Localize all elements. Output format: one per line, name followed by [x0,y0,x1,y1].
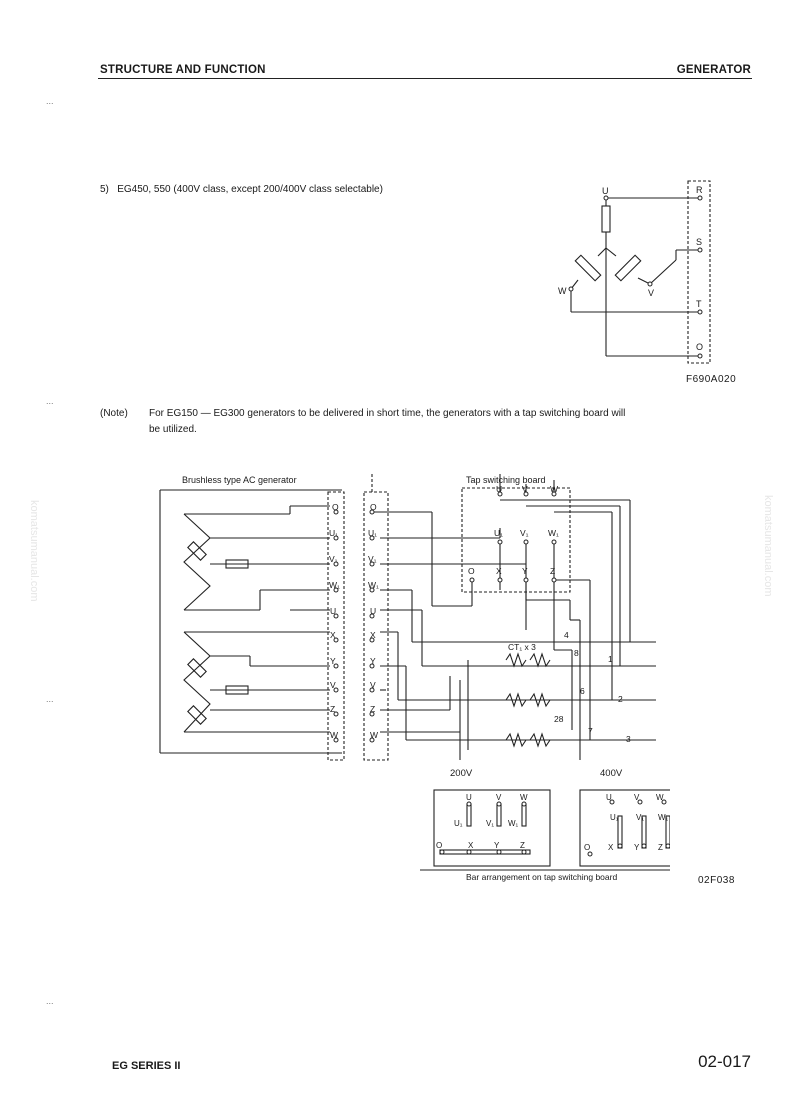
board-top-u: U [496,484,502,494]
gen-terminal-w1: W₁ [329,580,340,590]
gen-terminal-u1-out: U₁ [368,528,377,538]
board-bot-z: Z [550,566,555,576]
board-bot-x: X [496,566,502,576]
bar-arrangement-caption: Bar arrangement on tap switching board [466,872,617,882]
voltage-200: 200V [450,768,473,779]
gen-terminal-w1-out: W₁ [368,580,379,590]
gen-terminal-o: O [332,502,339,512]
board-top-v: V [522,484,528,494]
wire-number-2: 2 [618,694,623,704]
gen-terminal-v1-out: V₁ [368,554,377,564]
wire-number-6: 6 [580,686,585,696]
board-bot-y: Y [522,566,528,576]
gen-terminal-u: U [330,606,336,616]
margin-mark: ... [46,996,54,1006]
gen-terminal-z: Z [330,704,335,714]
wire-number-3: 3 [626,734,631,744]
gen-terminal-w: W [330,730,338,740]
bar200-bot-o: O [436,841,442,850]
ct-label: CT₁ x 3 [508,642,536,652]
margin-mark: ... [46,396,54,406]
bar400-top-w: W [656,793,664,802]
board-mid-u1: U₁ [494,528,503,538]
terminal-w: W [558,286,567,296]
output-r: R [696,185,703,195]
header-rule [98,78,752,79]
terminal-u: U [602,186,609,196]
gen-terminal-x: X [330,630,336,640]
footer-page-number: 02-017 [698,1052,751,1071]
bar200-mid-w1: W₁ [508,819,519,828]
bar400-mid-u1: U₁ [610,813,619,822]
watermark-left: komatsumanual.com [28,500,40,602]
note-text-line2: be utilized. [149,424,197,435]
gen-terminal-y-out: Y [370,656,376,666]
bar400-bot-z: Z [658,843,663,852]
note-label: (Note) [100,408,128,419]
margin-mark: ... [46,694,54,704]
margin-mark: ... [46,96,54,106]
bar200-bot-y: Y [494,841,500,850]
board-top-w: W [550,484,558,494]
gen-terminal-w-out: W [370,730,378,740]
voltage-400: 400V [600,768,623,779]
item5-text: 5) EG450, 550 (400V class, except 200/40… [100,184,383,195]
star-connection-diagram: U V W R S T O F690A020 [558,180,736,385]
output-o: O [696,342,703,352]
bar200-top-u: U [466,793,472,802]
gen-terminal-z-out: Z [370,704,375,714]
bar400-top-u: U [606,793,612,802]
header-left: STRUCTURE AND FUNCTION [100,64,266,76]
tap-switching-wiring-diagram: Brushless type AC generator Tap switchin… [159,474,670,882]
gen-terminal-v: V [330,680,336,690]
bar200-top-v: V [496,793,502,802]
generator-label: Brushless type AC generator [182,475,297,485]
header-right: GENERATOR [676,64,751,76]
wire-number-4: 4 [564,630,569,640]
board-mid-w1: W₁ [548,528,559,538]
bar400-bot-x: X [608,843,614,852]
bar400-bot-o: O [584,843,590,852]
board-mid-v1: V₁ [520,528,529,538]
wire-number-28: 28 [554,714,564,724]
wire-number-1: 1 [608,654,613,664]
wire-number-7: 7 [588,726,593,736]
footer-series: EG SERIES II [112,1060,181,1072]
bar400-top-v: V [634,793,640,802]
output-s: S [696,237,702,247]
wire-number-8: 8 [574,648,579,658]
gen-terminal-o-out: O [370,502,377,512]
board-label: Tap switching board [466,475,546,485]
bar400-bot-y: Y [634,843,640,852]
gen-terminal-y: Y [330,656,336,666]
gen-terminal-u-out: U [370,606,376,616]
bar200-mid-v1: V₁ [486,819,494,828]
note-text-line1: For EG150 — EG300 generators to be deliv… [149,408,626,419]
diagram2-code: 02F038 [698,875,735,886]
board-bot-o: O [468,566,475,576]
watermark-right: komatsumanual.com [762,495,774,597]
diagram1-code: F690A020 [686,374,736,385]
gen-terminal-v1: V₁ [329,554,338,564]
terminal-v: V [648,288,654,298]
output-t: T [696,299,702,309]
bar200-bot-z: Z [520,841,525,850]
bar400-mid-v1: V₁ [636,813,644,822]
gen-terminal-v-out: V [370,680,376,690]
gen-terminal-u1: U₁ [329,528,338,538]
bar200-mid-u1: U₁ [454,819,463,828]
bar200-top-w: W [520,793,528,802]
bar200-bot-x: X [468,841,474,850]
gen-terminal-x-out: X [370,630,376,640]
bar400-mid-w1: W₁ [658,813,669,822]
